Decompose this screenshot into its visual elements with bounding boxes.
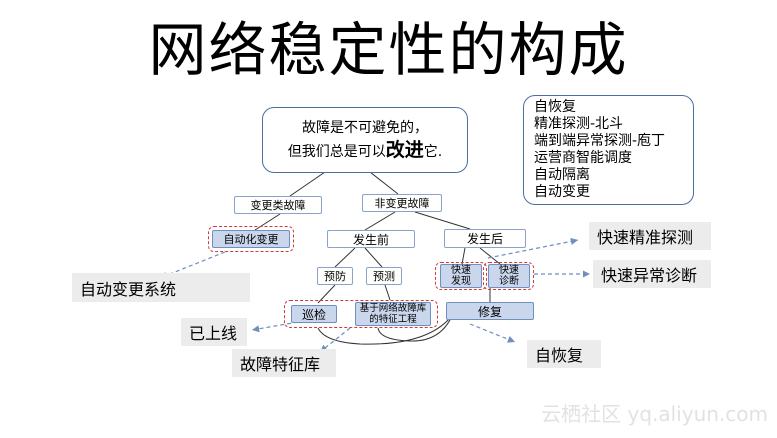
- callout-auto-change-system: 自动变更系统: [72, 273, 250, 302]
- node-feature-engineering: 基于网络故障库的特征工程: [355, 302, 431, 326]
- node-fast-diagnose-label: 快速诊断: [499, 265, 519, 287]
- callout-fast-precise-detect: 快速精准探测: [589, 222, 711, 250]
- inspection-highlight: [284, 300, 438, 328]
- component-item: 自动变更: [534, 184, 590, 200]
- intro-line-1: 故障是不可避免的，: [302, 120, 428, 136]
- callout-online: 已上线: [181, 318, 247, 346]
- component-item: 端到端异常探测-庖丁: [534, 133, 666, 149]
- node-non-change-fault: 非变更故障: [362, 194, 442, 212]
- intro-line-2-prefix: 但我们总是可以: [287, 144, 386, 160]
- callout-self-recovery: 自恢复: [527, 340, 601, 368]
- node-fast-discover: 快速发现: [440, 264, 482, 288]
- component-item: 自动隔离: [534, 167, 590, 183]
- fast-diagnose-highlight: [483, 262, 534, 290]
- node-before: 发生前: [327, 230, 415, 248]
- fast-discover-highlight: [435, 262, 487, 290]
- component-item: 精准探测-北斗: [534, 116, 624, 132]
- node-repair: 修复: [446, 302, 534, 320]
- node-auto-change: 自动化变更: [212, 230, 290, 248]
- node-after: 发生后: [444, 229, 526, 248]
- intro-emphasis: 改进: [385, 139, 424, 161]
- intro-box: 故障是不可避免的， 但我们总是可以改进它.: [262, 107, 468, 173]
- node-fast-diagnose: 快速诊断: [488, 264, 530, 288]
- node-prevent: 预防: [317, 267, 353, 285]
- node-change-fault: 变更类故障: [234, 196, 322, 214]
- page-title: 网络稳定性的构成: [148, 16, 629, 84]
- intro-line-2: 但我们总是可以改进它.: [288, 139, 442, 163]
- components-list: 自恢复 精准探测-北斗 端到端异常探测-庖丁 运营商智能调度 自动隔离 自动变更: [523, 95, 694, 205]
- intro-line-2-suffix: 它.: [423, 144, 443, 160]
- component-item: 运营商智能调度: [534, 150, 632, 166]
- callout-fault-feature-lib: 故障特征库: [232, 349, 336, 377]
- watermark: 云栖社区 yq.aliyun.com: [541, 402, 768, 426]
- callout-fast-anomaly-diag: 快速异常诊断: [593, 260, 711, 288]
- node-feature-engineering-label: 基于网络故障库的特征工程: [359, 303, 427, 325]
- node-fast-discover-label: 快速发现: [451, 265, 471, 287]
- node-inspection: 巡检: [291, 305, 337, 323]
- component-item: 自恢复: [534, 99, 576, 115]
- node-predict: 预测: [366, 267, 402, 285]
- auto-change-highlight: [208, 226, 294, 252]
